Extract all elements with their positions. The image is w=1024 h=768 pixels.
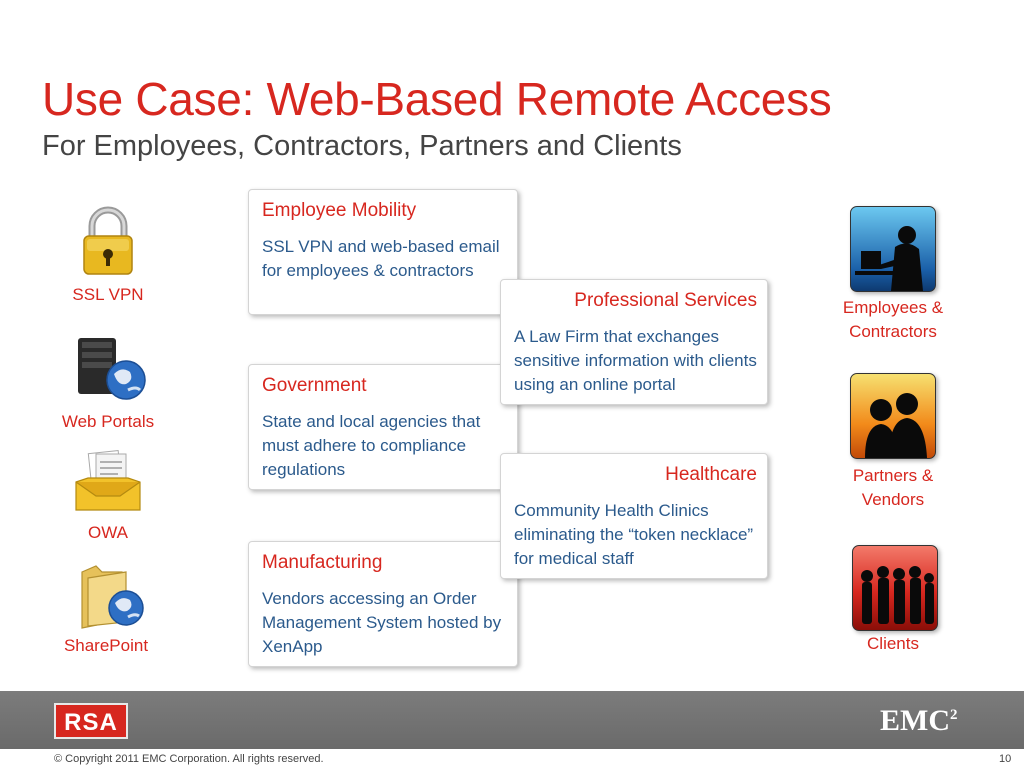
emc-logo: EMC2	[880, 704, 958, 737]
card-employee-mobility: Employee Mobility SSL VPN and web-based …	[248, 189, 518, 315]
person-at-computer-icon	[850, 206, 936, 292]
two-people-icon	[850, 373, 936, 459]
rsa-logo: RSA	[54, 703, 128, 739]
left-label-ssl-vpn: SSL VPN	[72, 285, 144, 304]
card-manufacturing: Manufacturing Vendors accessing an Order…	[248, 541, 518, 667]
card-body: A Law Firm that exchanges sensitive info…	[514, 327, 757, 394]
folder-globe-icon	[78, 562, 148, 630]
card-body: Vendors accessing an Order Management Sy…	[262, 589, 502, 656]
server-globe-icon	[72, 334, 148, 404]
card-body: SSL VPN and web-based email for employee…	[262, 237, 500, 280]
group-of-people-icon	[852, 545, 938, 631]
card-title: Professional Services	[574, 290, 757, 311]
right-label-clients: Clients	[867, 634, 919, 653]
footer-bar	[0, 691, 1024, 749]
card-body: Community Health Clinics eliminating the…	[514, 501, 754, 568]
left-label-owa: OWA	[88, 523, 128, 542]
card-title: Healthcare	[665, 464, 757, 485]
left-label-sharepoint: SharePoint	[63, 636, 149, 655]
copyright-text: © Copyright 2011 EMC Corporation. All ri…	[54, 753, 324, 765]
card-title: Employee Mobility	[262, 200, 417, 221]
card-title: Government	[262, 375, 367, 396]
card-professional-services: Professional Services A Law Firm that ex…	[500, 279, 768, 405]
card-healthcare: Healthcare Community Health Clinics elim…	[500, 453, 768, 579]
slide-title: Use Case: Web-Based Remote Access	[42, 73, 832, 125]
card-title: Manufacturing	[262, 552, 383, 573]
right-label-partners-vendors: Partners & Vendors	[852, 466, 934, 509]
right-label-employees-contractors: Employees & Contractors	[842, 298, 944, 341]
page-number: 10	[999, 753, 1012, 765]
card-body: State and local agencies that must adher…	[262, 412, 481, 479]
card-government: Government State and local agencies that…	[248, 364, 518, 490]
mail-inbox-icon	[74, 449, 142, 514]
slide-subtitle: For Employees, Contractors, Partners and…	[42, 130, 682, 162]
left-label-web-portals: Web Portals	[61, 412, 155, 431]
padlock-icon	[80, 204, 136, 276]
